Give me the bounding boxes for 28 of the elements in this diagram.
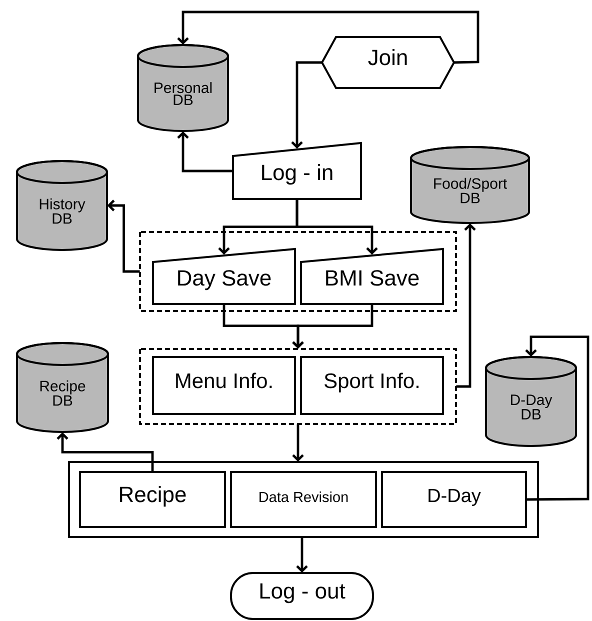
process-box: Data Revision xyxy=(230,471,377,528)
arrow xyxy=(177,131,233,172)
arrow xyxy=(456,223,476,388)
database-cylinder: D-Day DB xyxy=(485,356,577,447)
input-box: BMI Save xyxy=(300,248,444,305)
arrow xyxy=(291,61,322,149)
arrow xyxy=(296,537,308,573)
dashed-group-box xyxy=(139,231,457,312)
database-cylinder: History DB xyxy=(16,160,108,251)
database-cylinder: Food/Sport DB xyxy=(410,146,530,224)
database-cylinder: Recipe DB xyxy=(16,342,109,433)
arrow xyxy=(177,10,480,64)
input-box: Log - in xyxy=(232,142,362,200)
process-box: D-Day xyxy=(381,471,527,528)
process-box: Sport Info. xyxy=(300,356,444,415)
dashed-group-box xyxy=(139,348,457,425)
arrow xyxy=(56,432,154,472)
database-cylinder: Personal DB xyxy=(137,44,229,132)
arrow xyxy=(107,200,140,273)
arrow xyxy=(292,304,374,349)
process-box: Recipe xyxy=(79,471,226,528)
terminal-box: Log - out xyxy=(230,572,374,620)
arrow xyxy=(525,336,590,501)
process-box: Menu Info. xyxy=(152,356,296,415)
arrow xyxy=(292,424,304,462)
group-box xyxy=(68,461,539,538)
arrow xyxy=(296,199,378,255)
input-box: Day Save xyxy=(152,248,296,305)
